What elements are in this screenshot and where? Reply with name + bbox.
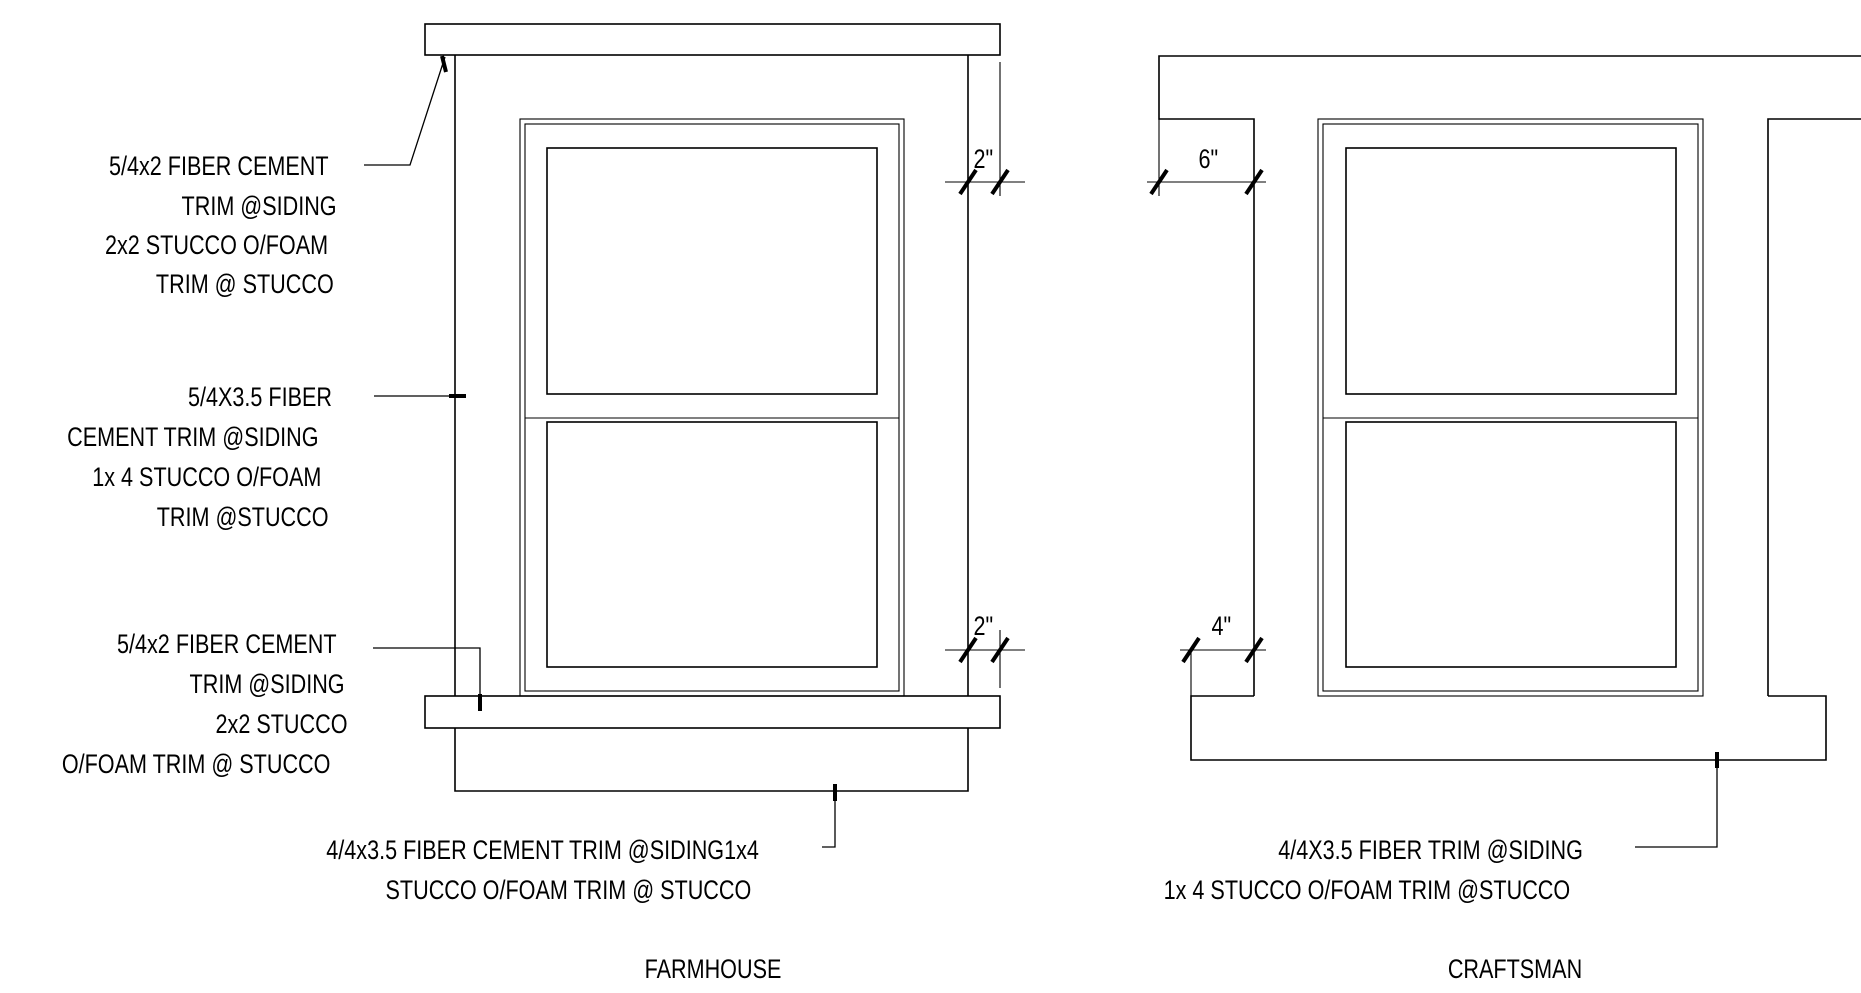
craftsman-trim-note: 4/4X3.5 FIBER TRIM @SIDING 1x 4 STUCCO O… bbox=[1164, 836, 1583, 906]
craftsman-trim-leader bbox=[1635, 756, 1718, 848]
farmhouse-apron bbox=[454, 728, 969, 792]
note-line: TRIM @STUCCO bbox=[157, 503, 329, 533]
farmhouse-head-leader bbox=[364, 56, 446, 166]
craftsman-window bbox=[1317, 118, 1704, 697]
farmhouse-sill bbox=[424, 695, 1001, 729]
craftsman-elevation: 6" 4" 4/4X3.5 FIBER TRIM @SIDING 1x 4 ST… bbox=[1147, 55, 1861, 985]
craftsman-head-trim bbox=[1158, 55, 1861, 696]
note-line: STUCCO O/FOAM TRIM @ STUCCO bbox=[386, 876, 752, 906]
craftsman-dim-bottom-label: 4" bbox=[1211, 612, 1231, 642]
note-line: 2x2 STUCCO bbox=[216, 710, 348, 740]
note-line: CEMENT TRIM @SIDING bbox=[67, 423, 318, 453]
farmhouse-window-frame-inner bbox=[524, 123, 900, 692]
farmhouse-apron-note: 4/4x3.5 FIBER CEMENT TRIM @SIDING1x4 STU… bbox=[326, 836, 759, 906]
farmhouse-window-frame-outer bbox=[519, 118, 905, 697]
farmhouse-head-note: 5/4x2 FIBER CEMENT TRIM @SIDING 2x2 STUC… bbox=[105, 152, 337, 300]
note-line: TRIM @ STUCCO bbox=[156, 270, 334, 300]
craftsman-dim-top-label: 6" bbox=[1198, 145, 1218, 175]
craftsman-dim-top: 6" bbox=[1147, 119, 1266, 196]
farmhouse-dim-top: 2" bbox=[945, 62, 1025, 196]
farmhouse-dim-bottom: 2" bbox=[945, 612, 1025, 688]
farmhouse-lower-sash bbox=[546, 421, 878, 668]
farmhouse-jamb-note: 5/4X3.5 FIBER CEMENT TRIM @SIDING 1x 4 S… bbox=[67, 383, 332, 533]
farmhouse-title: FARMHOUSE bbox=[645, 955, 782, 985]
farmhouse-sill-note: 5/4x2 FIBER CEMENT TRIM @SIDING 2x2 STUC… bbox=[62, 630, 348, 780]
farmhouse-apron-leader bbox=[822, 791, 836, 848]
note-line: 2x2 STUCCO O/FOAM bbox=[105, 231, 328, 261]
note-line: TRIM @SIDING bbox=[182, 192, 337, 222]
craftsman-dim-bottom: 4" bbox=[1180, 612, 1266, 696]
note-line: 1x 4 STUCCO O/FOAM TRIM @STUCCO bbox=[1164, 876, 1571, 906]
note-line: 5/4X3.5 FIBER bbox=[188, 383, 332, 413]
farmhouse-sill-leader bbox=[373, 647, 481, 700]
craftsman-window-frame-outer bbox=[1317, 118, 1704, 697]
note-line: 1x 4 STUCCO O/FOAM bbox=[92, 463, 321, 493]
farmhouse-dim-bottom-label: 2" bbox=[973, 612, 993, 642]
craftsman-upper-sash bbox=[1345, 147, 1677, 395]
craftsman-window-frame-inner bbox=[1322, 123, 1699, 692]
craftsman-sill-band bbox=[1190, 695, 1827, 761]
note-line: 4/4X3.5 FIBER TRIM @SIDING bbox=[1278, 836, 1583, 866]
farmhouse-dim-top-label: 2" bbox=[973, 145, 993, 175]
note-line: 5/4x2 FIBER CEMENT bbox=[117, 630, 337, 660]
note-line: 4/4x3.5 FIBER CEMENT TRIM @SIDING1x4 bbox=[326, 836, 759, 866]
craftsman-lower-sash bbox=[1345, 421, 1677, 668]
craftsman-title: CRAFTSMAN bbox=[1448, 955, 1582, 985]
farmhouse-window bbox=[519, 118, 905, 697]
farmhouse-head-trim bbox=[424, 23, 1001, 56]
note-line: O/FOAM TRIM @ STUCCO bbox=[62, 750, 331, 780]
craftsman-right-casing bbox=[1767, 118, 1861, 696]
farmhouse-elevation: 2" 2" 5/4x2 FIBER CEMENT TRIM @SIDING 2x… bbox=[62, 23, 1025, 985]
note-line: TRIM @SIDING bbox=[190, 670, 345, 700]
farmhouse-upper-sash bbox=[546, 147, 878, 395]
note-line: 5/4x2 FIBER CEMENT bbox=[109, 152, 329, 182]
